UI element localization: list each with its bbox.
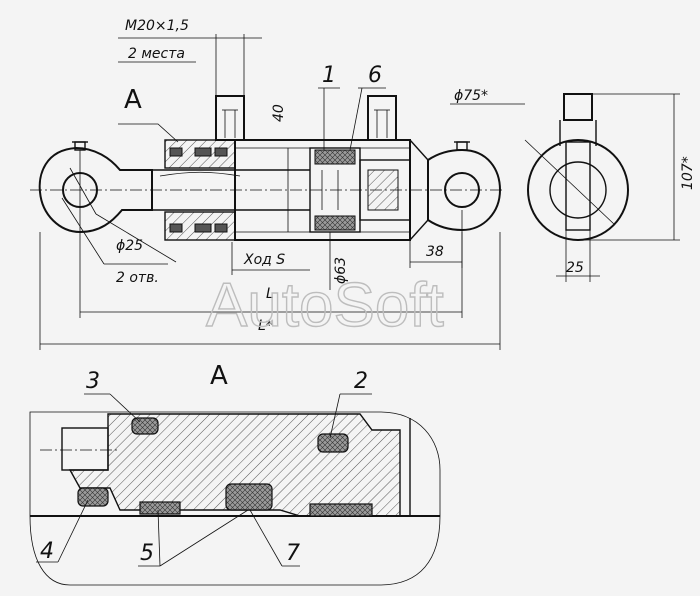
- section-marker-a: A: [118, 85, 179, 143]
- dim-stroke: Ход S: [231, 242, 310, 275]
- detail-a: A 3 2 4 5 7: [29, 361, 441, 586]
- dim-hole: ϕ25 2 отв.: [61, 167, 177, 286]
- holes-label: 2 отв.: [116, 270, 159, 286]
- dim-l-label: L: [266, 286, 274, 302]
- stroke-label: Ход S: [243, 252, 285, 268]
- position-3: 3: [86, 369, 100, 394]
- piston: [309, 147, 411, 233]
- left-rod-eye: [38, 146, 153, 234]
- callout-1-6: 1 6: [318, 63, 386, 151]
- dia-75-label: ϕ75*: [454, 88, 488, 104]
- dim-40: 40: [271, 104, 289, 232]
- position-1: 1: [322, 63, 336, 88]
- position-5: 5: [140, 541, 154, 566]
- port-rear: [367, 95, 397, 141]
- position-4: 4: [40, 539, 54, 564]
- dim-40-label: 40: [271, 104, 287, 122]
- thread-callout: M20×1,5 2 места: [118, 18, 262, 96]
- dim-lstar-label: L*: [258, 318, 273, 334]
- piston-rod: [152, 169, 310, 211]
- end-view: ϕ75* 107* 25: [450, 88, 696, 282]
- grease-nipple-right: [454, 141, 470, 151]
- dia-25-label: ϕ25: [116, 238, 143, 254]
- dim-63: ϕ63: [329, 232, 349, 290]
- watermark: AutoSoft: [206, 271, 444, 340]
- thread-count-label: 2 места: [128, 46, 185, 62]
- grease-nipple-left: [72, 141, 88, 151]
- dia-63-label: ϕ63: [333, 257, 349, 284]
- position-2: 2: [354, 369, 368, 394]
- port-front: [215, 95, 245, 141]
- dim-25-label: 25: [566, 260, 584, 276]
- dim-38: 38: [409, 210, 463, 268]
- dim-107-label: 107*: [680, 156, 696, 190]
- rear-eye: [427, 148, 502, 232]
- thread-label: M20×1,5: [125, 18, 189, 34]
- dim-38-label: 38: [426, 244, 444, 260]
- dim-length: L L*: [39, 232, 501, 350]
- side-view: A M20×1,5 2 места 40 1 6: [30, 18, 505, 350]
- position-7: 7: [286, 541, 300, 566]
- detail-title: A: [210, 361, 228, 391]
- position-6: 6: [368, 63, 382, 88]
- view-label-a: A: [124, 85, 142, 115]
